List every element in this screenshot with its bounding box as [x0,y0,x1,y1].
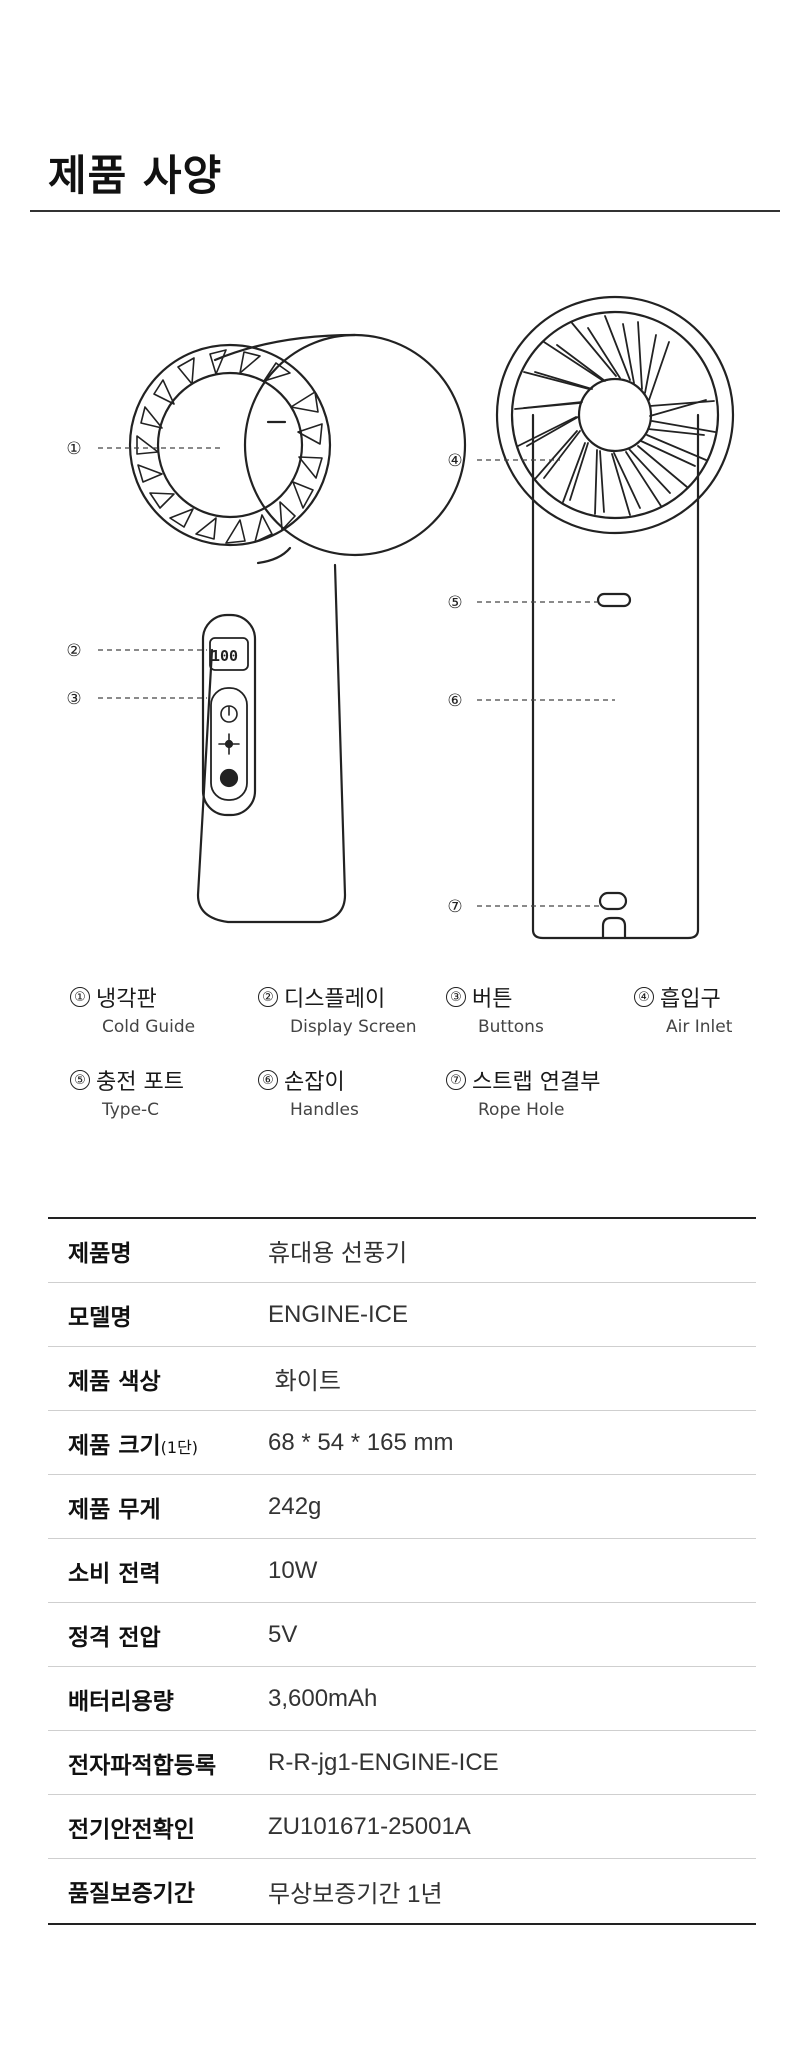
legend-number: ③ [446,987,466,1007]
spec-value: 화이트 [268,1368,341,1395]
handle [531,413,700,940]
fan-speed-button-icon [218,733,240,755]
marker-2: ② [66,641,81,661]
table-row: 제품명 휴대용 선풍기 [48,1219,756,1283]
legend-label-ko: 흡입구 [660,987,721,1012]
legend-number: ④ [634,987,654,1007]
spec-table: 제품명 휴대용 선풍기 모델명 ENGINE-ICE 제품 색상 화이트 제품 … [48,1217,756,1925]
legend-number: ⑤ [70,1070,90,1090]
legend-item-air-inlet: ④ 흡입구 Air Inlet [634,981,784,1037]
fan-head [243,333,467,557]
type-c-port [596,592,632,608]
spec-value: 3,600mAh [268,1684,378,1712]
cold-guide [156,371,304,519]
front-view: 100 [128,333,467,924]
legend-label-ko: 충전 포트 [96,1070,184,1095]
spec-label: 제품명 [68,1240,132,1267]
spec-label: 제품 색상 [68,1368,161,1395]
display-readout: 100 [211,647,238,665]
spec-label: 소비 전력 [68,1560,161,1587]
spec-label: 배터리용량 [68,1688,174,1715]
rope-hole [598,891,628,911]
legend-number: ① [70,987,90,1007]
legend-label-ko: 버튼 [472,987,513,1012]
legend-item-rope-hole: ⑦ 스트랩 연결부 Rope Hole [446,1064,666,1120]
spec-label: 모델명 [68,1304,132,1331]
spec-label: 전자파적합등록 [68,1752,217,1779]
display-screen: 100 [209,637,249,671]
legend-label-en: Buttons [478,1017,544,1037]
legend-item-cold-guide: ① 냉각판 Cold Guide [70,981,260,1037]
legend-label-ko: 스트랩 연결부 [472,1070,601,1095]
legend-label-en: Type-C [102,1100,160,1120]
spec-value: 68 * 54 * 165 mm [268,1428,454,1456]
spec-label: 정격 전압 [68,1624,161,1651]
legend-number: ⑦ [446,1070,466,1090]
table-row: 전기안전확인 ZU101671-25001A [48,1795,756,1859]
marker-4: ④ [447,451,462,471]
legend-item-charging-port: ⑤ 충전 포트 Type-C [70,1064,260,1120]
button-group [210,687,248,801]
spec-value: 휴대용 선풍기 [268,1240,408,1267]
legend-item-buttons: ③ 버튼 Buttons [446,981,636,1037]
legend-label-en: Display Screen [290,1017,417,1037]
legend-label-ko: 냉각판 [96,987,157,1012]
legend-label-en: Cold Guide [102,1017,196,1037]
spec-value: 10W [268,1556,318,1584]
air-inlet-grille [495,295,735,535]
spec-label: 제품 크기(1단) [68,1432,199,1459]
legend-item-handles: ⑥ 손잡이 Handles [258,1064,448,1120]
spec-value: ZU101671-25001A [268,1812,471,1840]
mode-button-icon [219,768,239,788]
legend-number: ② [258,987,278,1007]
back-view [495,295,735,940]
spec-label: 전기안전확인 [68,1816,195,1843]
table-row: 제품 크기(1단) 68 * 54 * 165 mm [48,1411,756,1475]
table-row: 배터리용량 3,600mAh [48,1667,756,1731]
spec-value: 5V [268,1620,298,1648]
legend-number: ⑥ [258,1070,278,1090]
control-panel [201,613,257,817]
marker-3: ③ [66,689,81,709]
back-blades [514,315,716,516]
table-row: 제품 색상 화이트 [48,1347,756,1411]
legend-label-en: Rope Hole [478,1100,565,1120]
title-divider [30,210,780,212]
marker-7: ⑦ [447,897,462,917]
table-row: 품질보증기간 무상보증기간 1년 [48,1859,756,1923]
legend-label-en: Handles [290,1100,359,1120]
spec-value: ENGINE-ICE [268,1300,409,1328]
fan-illustration: 100 [66,295,735,940]
table-row: 전자파적합등록 R-R-jg1-ENGINE-ICE [48,1731,756,1795]
table-row: 소비 전력 10W [48,1539,756,1603]
spec-label-note: (1단) [160,1437,199,1457]
spec-value: R-R-jg1-ENGINE-ICE [268,1748,499,1776]
legend-label-en: Air Inlet [666,1017,733,1037]
spec-label: 품질보증기간 [68,1881,195,1907]
table-row: 제품 무게 242g [48,1475,756,1539]
page-title: 제품 사양 [48,151,223,200]
table-row: 정격 전압 5V [48,1603,756,1667]
power-button-icon [220,705,238,723]
spec-value: 무상보증기간 1년 [268,1880,443,1908]
spec-label: 제품 무게 [68,1496,161,1523]
legend-label-ko: 디스플레이 [284,987,386,1012]
marker-5: ⑤ [447,593,462,613]
table-row: 모델명 ENGINE-ICE [48,1283,756,1347]
marker-6: ⑥ [447,691,462,711]
spec-value: 242g [268,1492,322,1520]
product-diagram: 100 [0,250,800,950]
legend-item-display: ② 디스플레이 Display Screen [258,981,448,1037]
marker-1: ① [66,439,81,459]
legend-label-ko: 손잡이 [284,1070,345,1095]
front-blades [136,349,323,544]
